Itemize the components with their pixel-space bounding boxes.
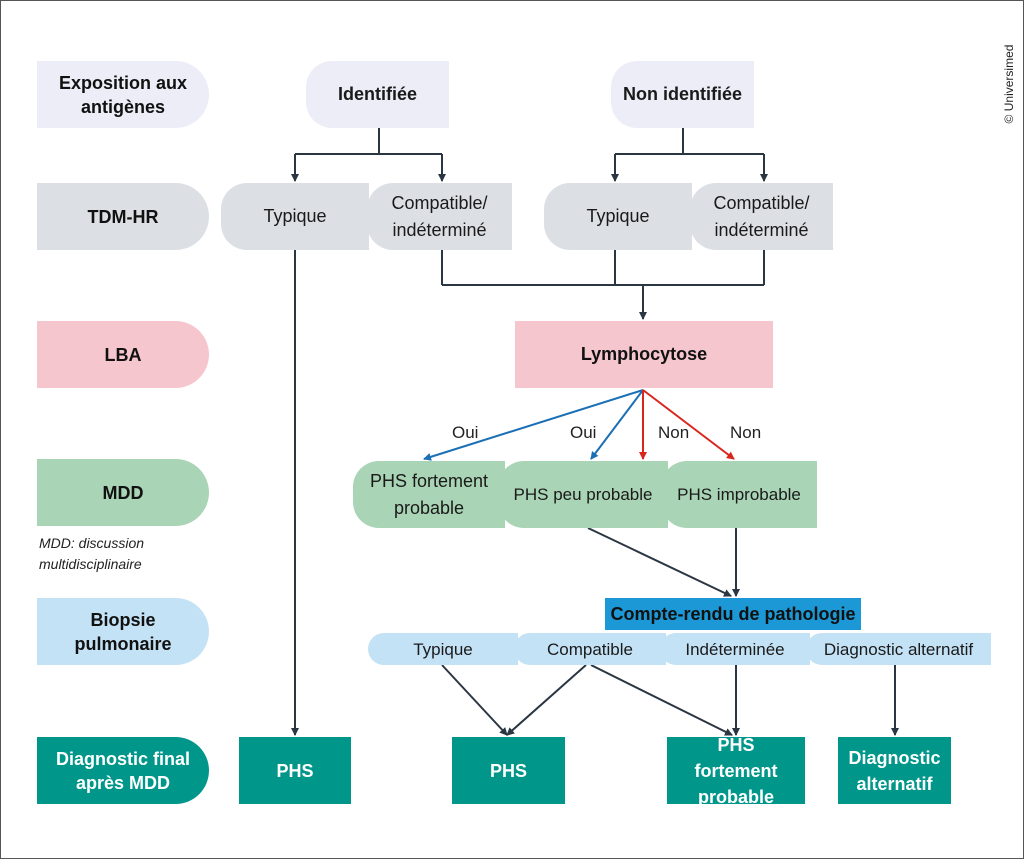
arrow-compatible-to-phs2 (506, 664, 587, 736)
biopsie-compatible: Compatible (514, 633, 666, 665)
tdm-typique-2: Typique (544, 183, 692, 250)
copyright-text: © Universimed (1002, 44, 1016, 124)
exposition-identifiee: Identifiée (306, 61, 449, 128)
row-label-lba: LBA (37, 321, 209, 388)
biopsie-typique: Typique (368, 633, 518, 665)
final-phs-1: PHS (239, 737, 351, 804)
mdd-footnote: MDD: discussion multidisciplinaire (39, 535, 145, 572)
row-label-biopsie: Biopsie pulmonaire (37, 598, 209, 665)
branch-label-non-2: Non (730, 423, 762, 442)
arrow-compatible-to-fortement (590, 664, 733, 736)
mdd-peu-probable: PHS peu probable (498, 461, 668, 528)
mdd-fortement-probable: PHS fortement probable (353, 461, 505, 528)
branch-label-oui-1: Oui (452, 423, 479, 442)
mdd-improbable: PHS improbable (661, 461, 817, 528)
copyright-notice: © Universimed (1001, 39, 1017, 129)
final-diagnostic-alternatif: Diagnostic alternatif (838, 737, 951, 804)
final-phs-2: PHS (452, 737, 565, 804)
tdm-typique-1: Typique (221, 183, 369, 250)
exposition-non-identifiee: Non identifiée (611, 61, 754, 128)
row-label-mdd: MDD (37, 459, 209, 526)
arrow-non-2 (642, 389, 735, 460)
final-phs-fortement-probable: PHS fortement probable (667, 735, 805, 807)
row-label-tdm: TDM-HR (37, 183, 209, 250)
arrow-typique-to-phs2 (441, 664, 508, 736)
branch-label-non-1: Non (658, 423, 690, 442)
tdm-compatible-1: Compatible/ indéterminé (367, 183, 512, 250)
row-label-exposition: Exposition aux antigènes (37, 61, 209, 128)
arrow-oui-fortement (423, 389, 644, 461)
branch-label-oui-2: Oui (570, 423, 597, 442)
arrow-peu-to-pathologie (587, 527, 732, 597)
compte-rendu-pathologie: Compte-rendu de pathologie (605, 598, 861, 630)
arrow-oui-peu (590, 389, 644, 460)
lba-lymphocytose: Lymphocytose (515, 321, 773, 388)
biopsie-diagnostic-alternatif: Diagnostic alternatif (806, 633, 991, 665)
row-label-final: Diagnostic final après MDD (37, 737, 209, 804)
tdm-compatible-2: Compatible/ indéterminé (690, 183, 833, 250)
biopsie-indeterminee: Indéterminée (660, 633, 810, 665)
